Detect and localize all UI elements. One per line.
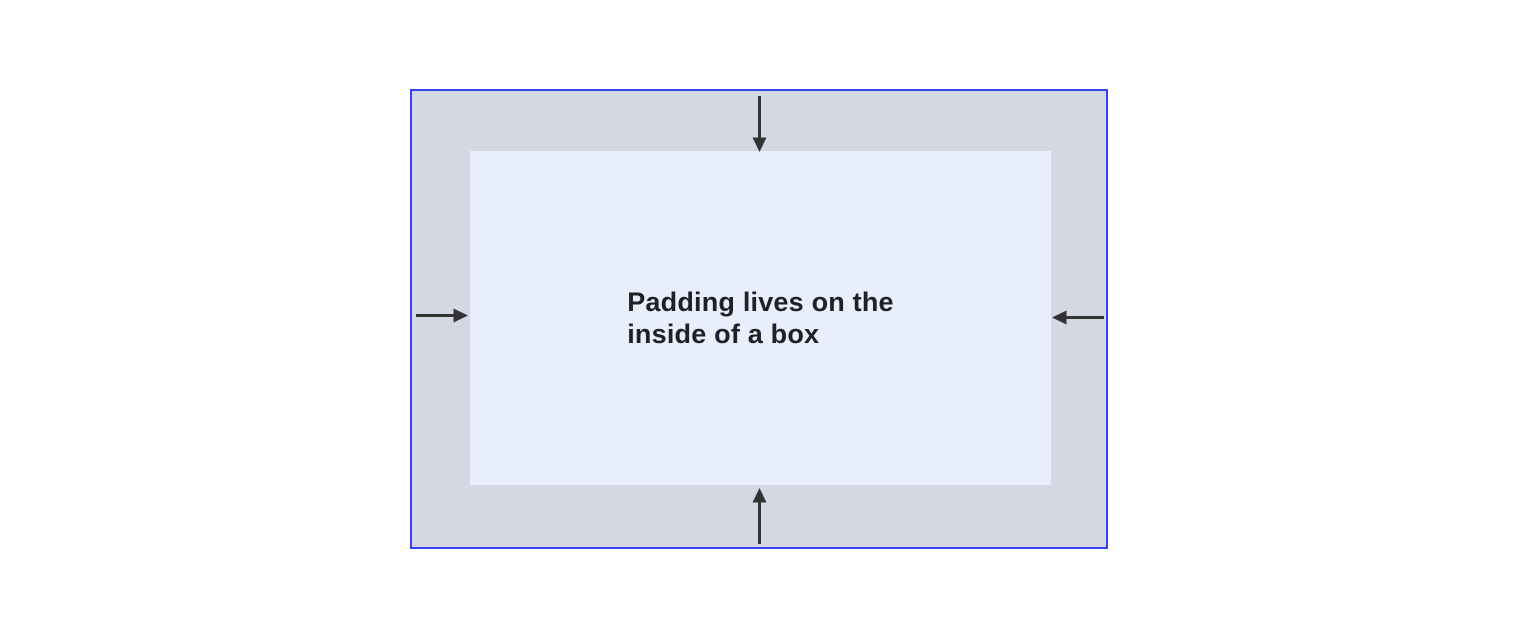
- up-arrow-icon: [750, 488, 769, 544]
- content-label: Padding lives on the inside of a box: [627, 286, 894, 350]
- content-label-line2: inside of a box: [627, 319, 820, 349]
- left-arrow-icon: [1052, 308, 1104, 327]
- right-arrow-icon: [416, 306, 468, 325]
- content-label-line1: Padding lives on the: [627, 287, 894, 317]
- down-arrow-icon: [750, 96, 769, 152]
- content-box: Padding lives on the inside of a box: [470, 151, 1051, 485]
